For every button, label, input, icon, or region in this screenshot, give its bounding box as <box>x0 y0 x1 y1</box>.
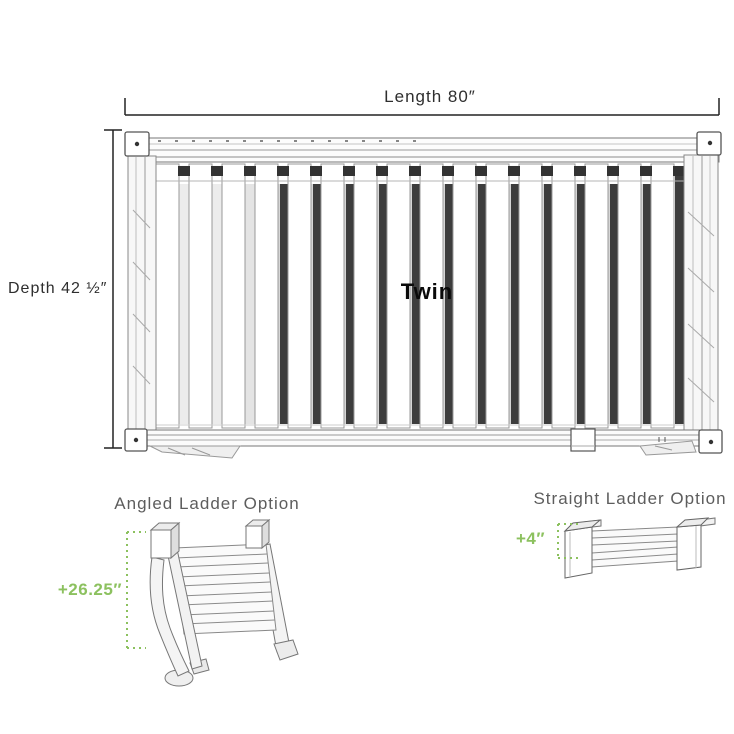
bed-left-rail <box>127 155 157 433</box>
slat-gaps <box>279 172 684 424</box>
length-dimension-label: Length 80″ <box>384 87 476 106</box>
bed-top-rail <box>127 137 720 163</box>
straight-ladder-title: Straight Ladder Option <box>533 489 727 508</box>
length-dimension-line <box>124 98 720 116</box>
rail-notches <box>178 166 685 176</box>
angled-ladder-drawing <box>149 518 299 687</box>
depth-dimension-line <box>104 129 122 449</box>
bed-bottom-rail <box>129 429 719 459</box>
bed-slats <box>155 163 675 429</box>
corner-posts <box>124 131 723 454</box>
depth-dimension-label: Depth 42 ½″ <box>8 280 108 297</box>
bed-right-rail <box>683 154 719 436</box>
angled-ladder-title: Angled Ladder Option <box>114 494 300 513</box>
straight-ladder-height-label: +4″ <box>515 529 545 548</box>
post-dots <box>133 140 714 445</box>
angled-ladder-height-label: +26.25″ <box>57 580 122 599</box>
angled-ladder-hooks <box>149 518 271 560</box>
bed-top-view-drawing <box>124 131 723 459</box>
angled-ladder-dimension-bracket <box>126 531 146 649</box>
ladder-mount-bracket <box>570 428 596 452</box>
straight-ladder-drawing <box>563 517 716 579</box>
bed-size-label: Twin <box>400 279 454 304</box>
